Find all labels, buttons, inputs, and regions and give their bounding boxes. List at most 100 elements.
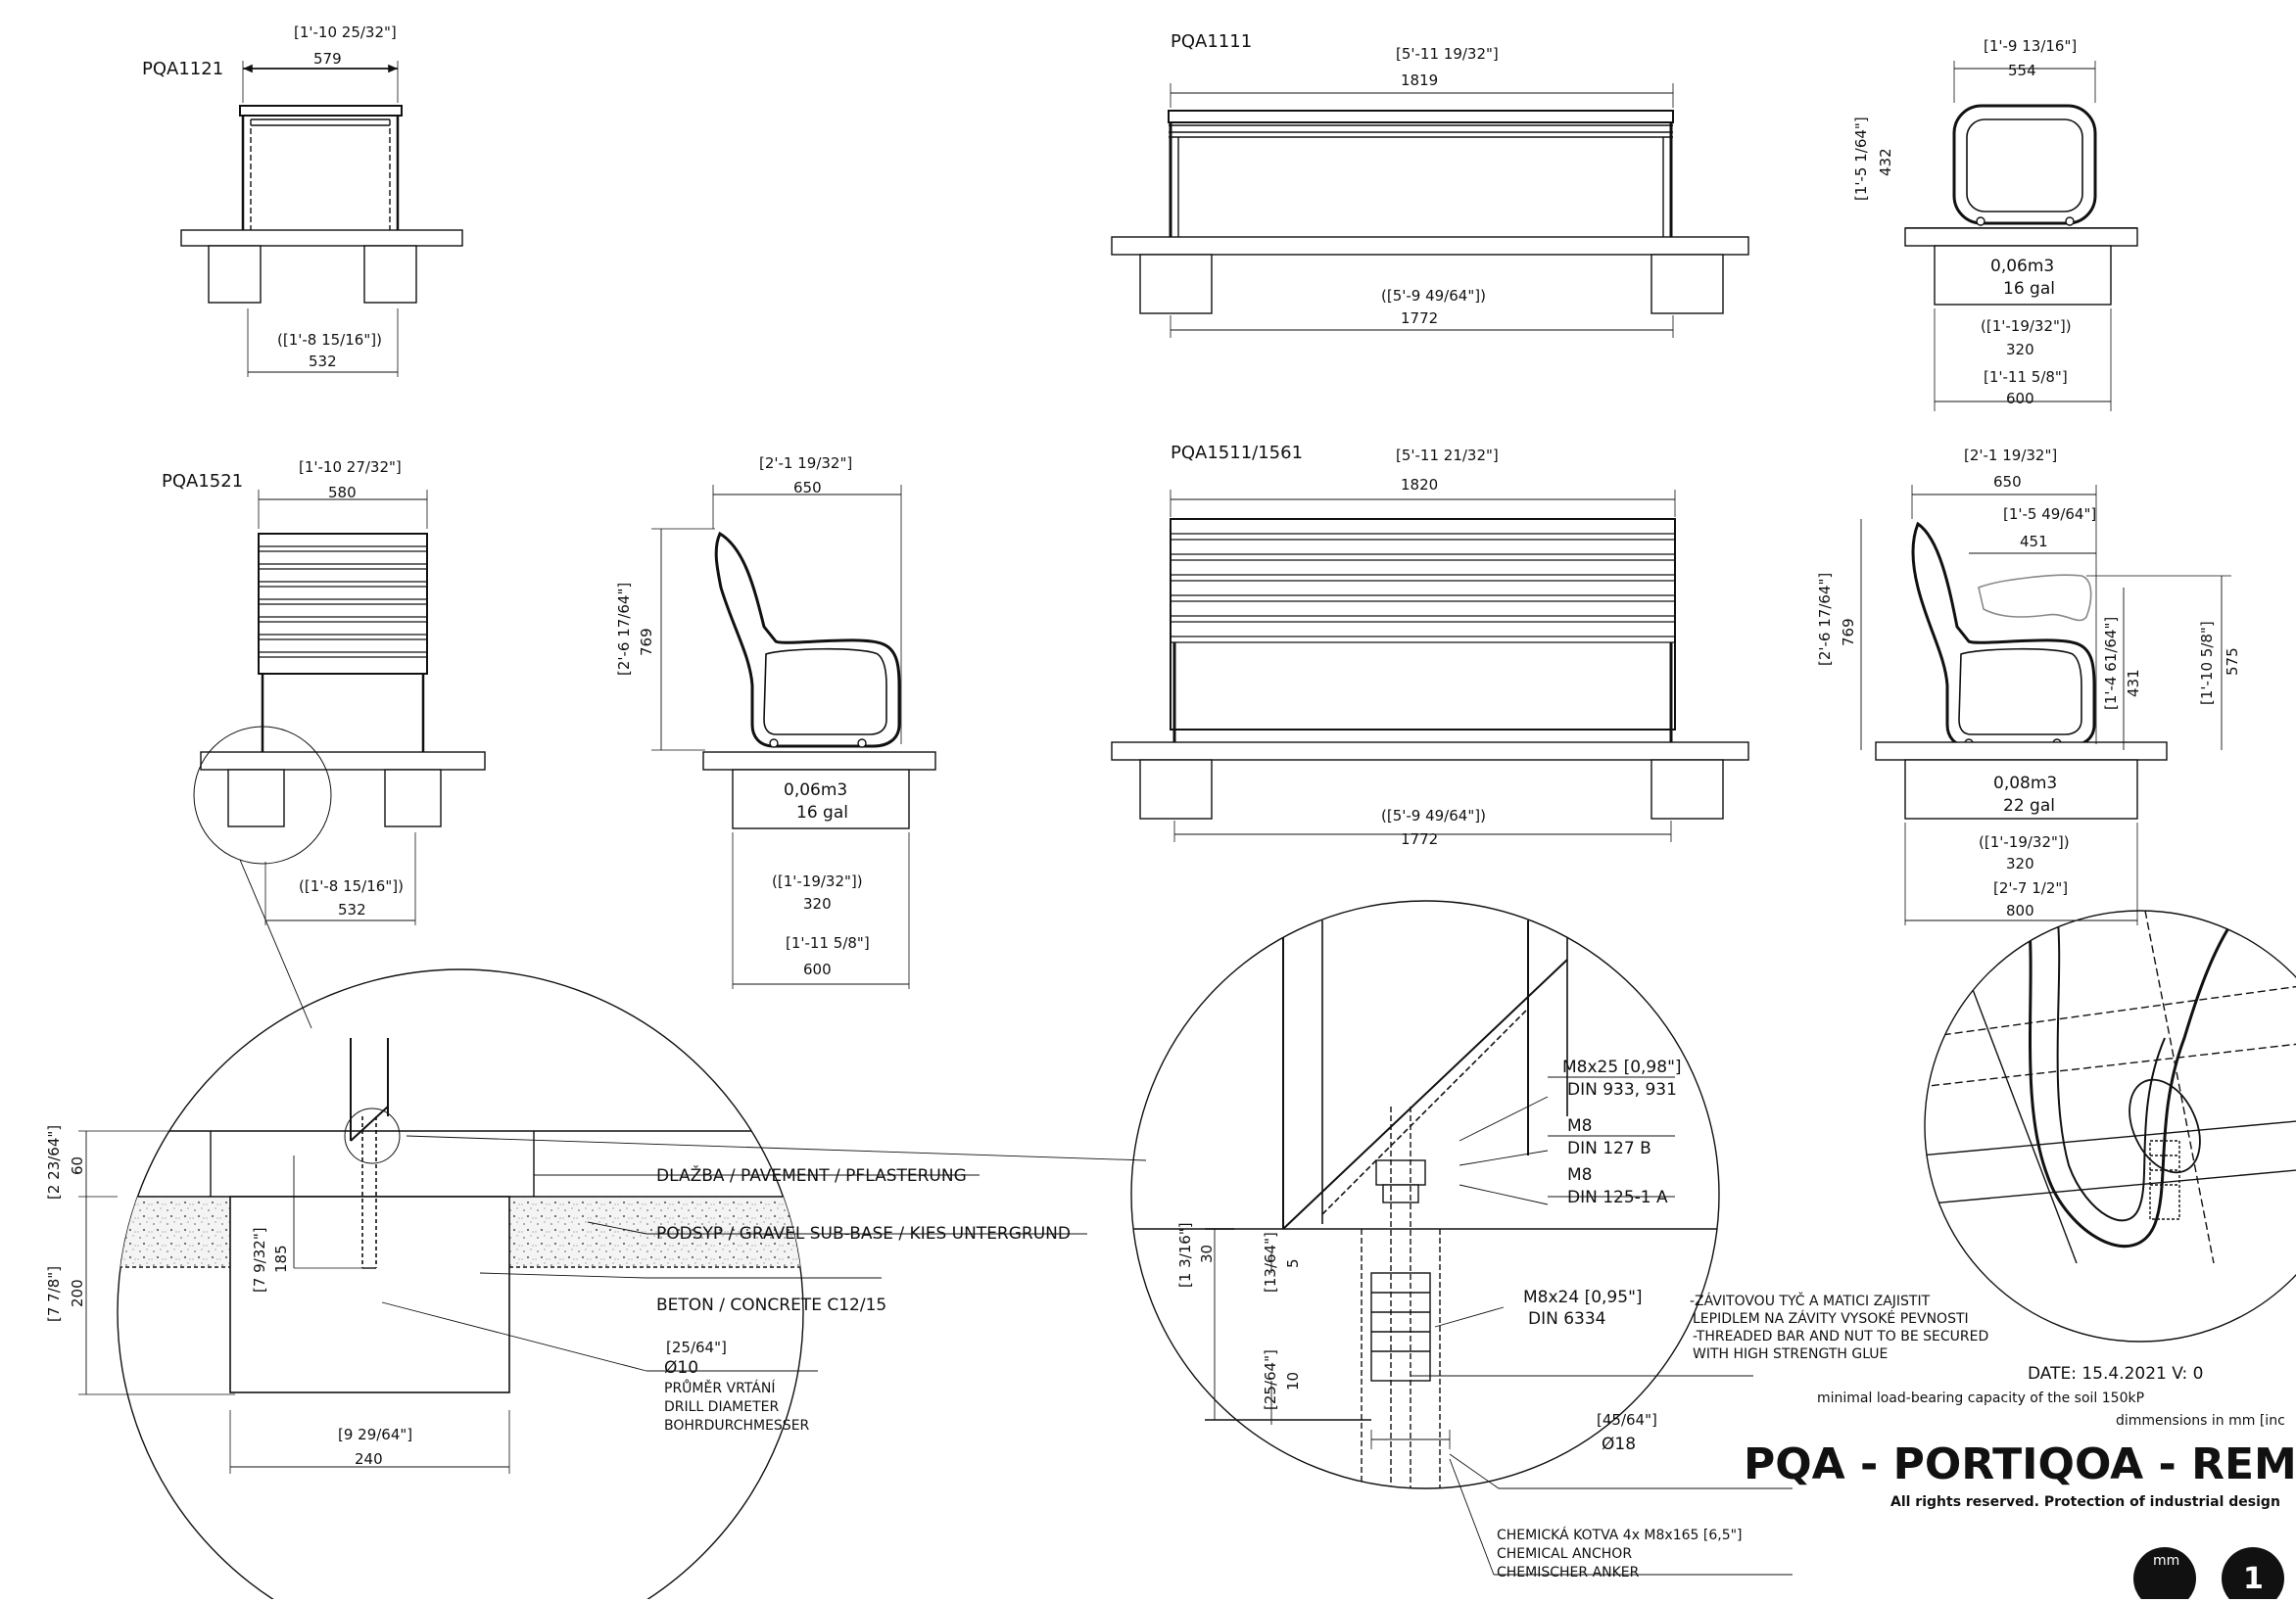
dim-mm: 240 — [355, 1450, 383, 1468]
note-2: LEPIDLEM NA ZÁVITY VYSOKÉ PEVNOSTI — [1693, 1310, 1969, 1327]
dim-mm: 575 — [2224, 647, 2241, 676]
washer2-a: M8 — [1567, 1165, 1592, 1185]
labels-pqa1521: PQA1521 [1'-10 27/32"] 580 ([1'-8 15/16"… — [162, 458, 404, 919]
dim-mm: 532 — [309, 353, 337, 370]
note-3: -THREADED BAR AND NUT TO BE SECURED — [1693, 1329, 1988, 1344]
dim-in: [1'-10 27/32"] — [299, 458, 402, 476]
dim-mm: 769 — [1840, 618, 1857, 646]
foundation-detail — [78, 968, 1147, 1603]
washer-a: M8 — [1567, 1116, 1592, 1136]
layer-concrete: BETON / CONCRETE C12/15 — [656, 1296, 886, 1315]
dim-in: [1'-5 1/64"] — [1852, 117, 1870, 201]
dim-mm: 5 — [1284, 1258, 1302, 1268]
view-pqa1511 — [1111, 490, 1749, 842]
note-1: -ZÁVITOVOU TYČ A MATICI ZAJISTIT — [1690, 1292, 1931, 1309]
dim-mm: 650 — [793, 479, 822, 496]
unit-badge: mm — [2153, 1553, 2179, 1569]
dim-mm: Ø18 — [1602, 1435, 1636, 1454]
bar-a: M8x24 [0,95"] — [1523, 1288, 1643, 1307]
washer2-b: DIN 125-1 A — [1567, 1188, 1668, 1207]
dim-in: [13/64"] — [1262, 1232, 1279, 1293]
dim-in: [9 29/64"] — [338, 1426, 412, 1443]
dim-in: [1'-11 5/8"] — [786, 934, 870, 952]
dim-in: [2'-7 1/2"] — [1993, 879, 2068, 897]
view-pqa1121 — [180, 61, 463, 377]
dim-mm: 1819 — [1401, 71, 1438, 89]
view-pqa1511-side — [1860, 485, 2231, 925]
dim-mm: 431 — [2125, 669, 2142, 697]
volume-gal: 22 gal — [2003, 796, 2055, 816]
dim-in: [25/64"] — [1262, 1349, 1279, 1410]
dim-mm: 600 — [2006, 390, 2034, 407]
rights-note: All rights reserved. Protection of indus… — [1890, 1494, 2280, 1510]
dim-mm: 1772 — [1401, 830, 1438, 848]
dim-in: [5'-11 21/32"] — [1396, 447, 1499, 464]
anchor-a: CHEMICKÁ KOTVA 4x M8x165 [6,5"] — [1497, 1527, 1743, 1543]
view-pqa1521-side — [651, 485, 936, 989]
dim-in: ([1'-19/32"]) — [1979, 833, 2070, 851]
volume-gal: 16 gal — [2003, 279, 2055, 299]
dim-in: ([5'-9 49/64"]) — [1381, 807, 1486, 825]
screw1-a: M8x25 [0,98"] — [1562, 1058, 1682, 1077]
dim-mm: 650 — [1993, 473, 2022, 491]
dim-mm: 432 — [1877, 148, 1894, 176]
labels-pqa1511: PQA1511/1561 [5'-11 21/32"] 1820 ([5'-9 … — [1171, 443, 1499, 848]
dim-mm: 60 — [69, 1156, 86, 1175]
labels-bolt: M8x25 [0,98"] DIN 933, 931 M8 DIN 127 B … — [1176, 1058, 1988, 1580]
dim-mm: 600 — [803, 961, 832, 978]
code-pqa1121: PQA1121 — [142, 59, 223, 79]
labels-pqa1121: PQA1121 [1'-10 25/32"] 579 ([1'-8 15/16"… — [142, 24, 397, 370]
dim-mm: 10 — [1284, 1372, 1302, 1391]
units-note: dimmensions in mm [inc — [2116, 1413, 2285, 1429]
dim-mm: 30 — [1198, 1245, 1216, 1263]
dim-in: ([1'-8 15/16"]) — [299, 877, 404, 895]
dim-in: [2 23/64"] — [45, 1125, 63, 1200]
layer-pavement: DLAŽBA / PAVEMENT / PFLASTERUNG — [656, 1164, 967, 1186]
bar-b: DIN 6334 — [1528, 1309, 1606, 1329]
dim-mm: 800 — [2006, 902, 2034, 919]
volume-m3: 0,06m3 — [1990, 257, 2054, 276]
dim-in: [2'-6 17/64"] — [615, 583, 633, 676]
dim-in: [2'-1 19/32"] — [759, 454, 852, 472]
volume-m3: 0,08m3 — [1993, 774, 2057, 793]
dim-mm: 185 — [272, 1245, 290, 1273]
dim-in: [1'-10 5/8"] — [2198, 621, 2216, 705]
title-block: DATE: 15.4.2021 V: 0 minimal load-bearin… — [1744, 1364, 2296, 1596]
dim-mm: 1772 — [1401, 309, 1438, 327]
dim-mm: 1820 — [1401, 476, 1438, 494]
dim-in: ([1'-8 15/16"]) — [277, 331, 382, 349]
dim-mm: 200 — [69, 1279, 86, 1307]
code-pqa1511: PQA1511/1561 — [1171, 443, 1303, 463]
dim-in: [1'-4 61/64"] — [2102, 617, 2120, 710]
layer-gravel: PODSYP / GRAVEL SUB-BASE / KIES UNTERGRU… — [656, 1224, 1071, 1244]
dim-in: [2'-6 17/64"] — [1816, 573, 1834, 666]
code-pqa1521: PQA1521 — [162, 471, 243, 492]
dim-in: ([1'-19/32"]) — [1981, 317, 2072, 335]
dim-in: ([5'-9 49/64"]) — [1381, 287, 1486, 305]
dim-in: [1'-10 25/32"] — [294, 24, 397, 41]
dim-mm: 320 — [803, 895, 832, 913]
dim-mm: 451 — [2020, 533, 2048, 550]
volume-gal: 16 gal — [796, 803, 848, 823]
drill-mm: Ø10 — [664, 1358, 698, 1378]
dim-in: [7 9/32"] — [251, 1227, 268, 1293]
dim-in: ([1'-19/32"]) — [772, 872, 863, 890]
drill-in: [25/64"] — [666, 1339, 727, 1356]
labels-foundation: [2 23/64"] 60 [7 7/8"] 200 [7 9/32"] 185… — [45, 1125, 1071, 1468]
drawing-title: PQA - PORTIQOA - REMOVABLE — [1744, 1439, 2296, 1489]
title-badges — [2133, 1547, 2284, 1603]
dim-mm: 580 — [328, 484, 357, 501]
dim-mm: 320 — [2006, 341, 2034, 358]
washer-b: DIN 127 B — [1567, 1139, 1651, 1158]
dim-in: [1 3/16"] — [1176, 1222, 1194, 1288]
view-pqa1521 — [193, 490, 486, 1029]
dim-in: [2'-1 19/32"] — [1964, 447, 2057, 464]
dim-mm: 532 — [338, 901, 366, 919]
dim-mm: 320 — [2006, 855, 2034, 872]
anchor-b: CHEMICAL ANCHOR — [1497, 1546, 1632, 1562]
note-4: WITH HIGH STRENGTH GLUE — [1693, 1346, 1888, 1362]
dim-in: [1'-9 13/16"] — [1984, 37, 2077, 55]
view-pqa1111 — [1111, 83, 1749, 338]
date-label: DATE: 15.4.2021 V: 0 — [2028, 1364, 2203, 1384]
dim-in: [45/64"] — [1597, 1411, 1657, 1429]
